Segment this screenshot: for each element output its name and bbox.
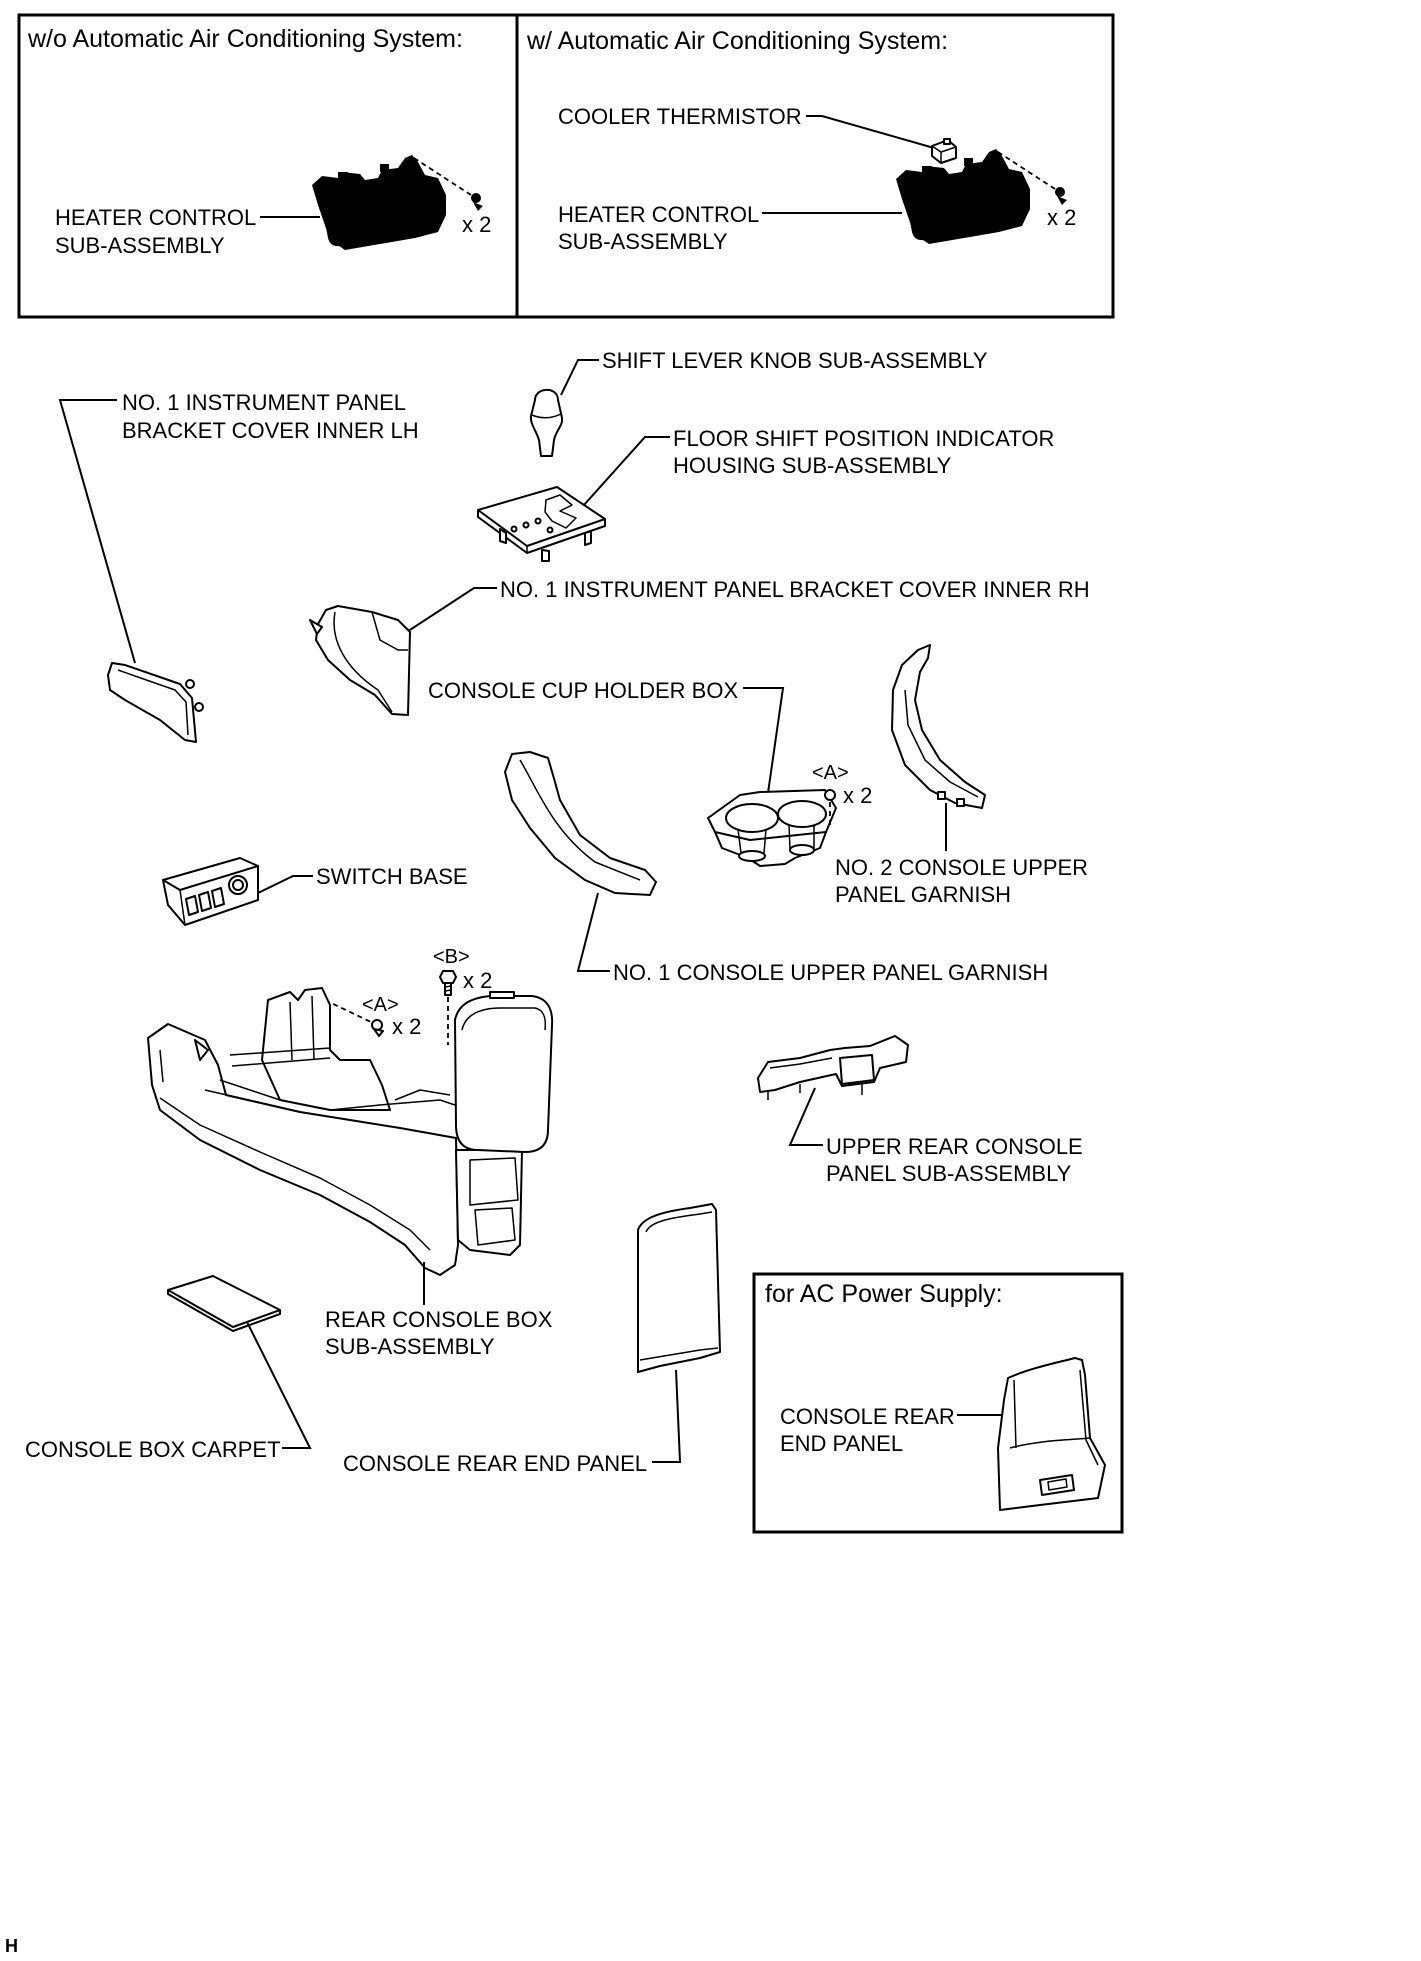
indicator-housing-leader-line [565,436,670,526]
cup-holder-box-leader-line [743,687,785,815]
no2-garnish-label-line2: PANEL GARNISH [835,882,1011,907]
bracket-cover-inner-lh: NO. 1 INSTRUMENT PANEL BRACKET COVER INN… [58,390,419,743]
indicator-housing-drawing [477,486,606,562]
console-box-bolt-quantity: x 2 [463,968,492,993]
shift-lever-knob-drawing [529,388,564,457]
upper-rear-console-panel-label-line1: UPPER REAR CONSOLE [826,1134,1083,1159]
panel-with-automatic-ac: w/ Automatic Air Conditioning System: CO… [526,27,1076,254]
no2-garnish-drawing [891,644,986,809]
panel-title: w/ Automatic Air Conditioning System: [526,27,948,55]
console-box-screw-ref: <A> [362,994,399,1016]
heater-control-drawing [312,155,446,250]
console-rear-end-panel-leader-line [652,1369,682,1463]
console-box-carpet-drawing [167,1275,281,1332]
indicator-housing-label-line2: HOUSING SUB-ASSEMBLY [673,453,952,478]
console-box-bolt-group: <B> x 2 [433,946,492,1045]
bracket-cover-lh-drawing [107,662,204,743]
cooler-thermistor-label: COOLER THERMISTOR [558,104,802,129]
no1-garnish-drawing [504,751,657,896]
inset-title: for AC Power Supply: [765,1280,1003,1308]
upper-rear-console-panel-drawing [757,1035,909,1100]
cup-holder-box-drawing [707,789,837,867]
no1-garnish-label: NO. 1 CONSOLE UPPER PANEL GARNISH [613,960,1048,985]
inset-panel-label-line1: CONSOLE REAR [780,1404,955,1429]
switch-base-leader-line [257,875,313,894]
heater-control-label-line2: SUB-ASSEMBLY [558,229,728,254]
cooler-thermistor-leader-line [806,115,935,149]
console-rear-end-panel: CONSOLE REAR END PANEL [343,1203,721,1476]
heater-control-variants-frame [17,13,1115,319]
shift-position-indicator-housing: FLOOR SHIFT POSITION INDICATOR HOUSING S… [477,426,1054,562]
no1-garnish-leader-line [576,892,610,972]
heater-control-screw [1055,187,1067,205]
shift-lever-knob: SHIFT LEVER KNOB SUB-ASSEMBLY [529,348,988,457]
cup-holder-box-label: CONSOLE CUP HOLDER BOX [428,678,738,703]
no1-console-upper-panel-garnish: NO. 1 CONSOLE UPPER PANEL GARNISH [504,751,1048,985]
bracket-cover-lh-label-line1: NO. 1 INSTRUMENT PANEL [122,390,406,415]
console-box-screw-group: <A> x 2 [324,994,421,1039]
bracket-cover-rh-drawing [309,605,411,716]
upper-rear-console-panel-label-line2: PANEL SUB-ASSEMBLY [826,1161,1072,1186]
switch-base-label: SWITCH BASE [316,864,468,889]
ac-power-supply-inset: for AC Power Supply: CONSOLE REAR END PA… [752,1272,1124,1534]
cup-holder-screw-quantity: x 2 [843,783,872,808]
switch-base: SWITCH BASE [162,857,468,926]
rear-console-box-drawing [147,987,554,1276]
rear-console-box: REAR CONSOLE BOX SUB-ASSEMBLY [147,987,554,1359]
indicator-housing-label-line1: FLOOR SHIFT POSITION INDICATOR [673,426,1054,451]
bracket-cover-inner-rh: NO. 1 INSTRUMENT PANEL BRACKET COVER INN… [309,577,1090,716]
console-box-screw [371,1019,384,1037]
cooler-thermistor-drawing [931,138,957,164]
upper-rear-console-panel-leader-line [788,1087,823,1146]
figure-code: H [5,1936,18,1956]
heater-control-drawing [896,149,1030,244]
heater-control-label-line1: HEATER CONTROL [558,202,759,227]
screw-install-line [413,157,472,196]
bracket-cover-lh-label-line2: BRACKET COVER INNER LH [122,418,419,443]
bracket-cover-rh-label: NO. 1 INSTRUMENT PANEL BRACKET COVER INN… [500,577,1090,602]
console-cup-holder-box: CONSOLE CUP HOLDER BOX <A> x 2 [428,678,872,867]
bracket-cover-rh-leader-line [392,587,497,642]
shift-lever-knob-leader-line [560,359,599,396]
variants-frame-border [17,13,1115,319]
console-rear-end-panel-drawing [637,1203,721,1373]
panel-title: w/o Automatic Air Conditioning System: [27,25,463,53]
heater-control-screw [471,193,483,211]
no2-console-upper-panel-garnish: NO. 2 CONSOLE UPPER PANEL GARNISH [835,644,1088,907]
bracket-cover-lh-leader-line [58,399,136,664]
heater-control-label-line2: SUB-ASSEMBLY [55,233,225,258]
upper-rear-console-panel: UPPER REAR CONSOLE PANEL SUB-ASSEMBLY [757,1035,1083,1186]
console-box-carpet: CONSOLE BOX CARPET [25,1275,312,1462]
console-box-bolt-ref: <B> [433,946,470,968]
inset-console-rear-end-panel-drawing [997,1357,1106,1511]
rear-console-box-label-line2: SUB-ASSEMBLY [325,1334,495,1359]
heater-control-label-line1: HEATER CONTROL [55,205,256,230]
inset-frame-border [752,1272,1124,1534]
console-box-carpet-label: CONSOLE BOX CARPET [25,1437,281,1462]
screw-quantity: x 2 [462,212,491,237]
panel-without-automatic-ac: w/o Automatic Air Conditioning System: H… [27,25,491,258]
no2-garnish-label-line1: NO. 2 CONSOLE UPPER [835,855,1088,880]
cup-holder-screw [824,789,836,801]
switch-base-drawing [162,857,259,926]
inset-panel-label-line2: END PANEL [780,1431,903,1456]
shift-lever-knob-label: SHIFT LEVER KNOB SUB-ASSEMBLY [602,348,988,373]
console-box-bolt [439,970,457,996]
cup-holder-screw-ref: <A> [812,762,849,784]
console-box-screw-quantity: x 2 [392,1014,421,1039]
rear-console-box-label-line1: REAR CONSOLE BOX [325,1307,553,1332]
screw-quantity: x 2 [1047,205,1076,230]
screw-install-line [997,151,1056,190]
console-rear-end-panel-label: CONSOLE REAR END PANEL [343,1451,647,1476]
console-box-carpet-leader-line [246,1321,312,1449]
